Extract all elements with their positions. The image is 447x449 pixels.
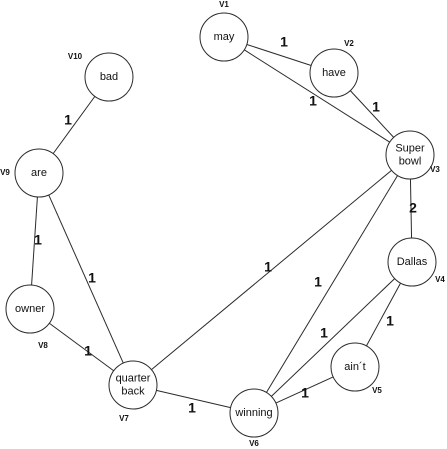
vertex-id-label: V4 — [435, 275, 445, 284]
edge-v3-v6 — [265, 175, 399, 393]
node-circle — [385, 130, 435, 180]
node-v10: bad V10 — [68, 52, 134, 102]
node-label: winning — [234, 407, 272, 419]
node-label: quarter — [116, 372, 151, 384]
vertex-id-label: V7 — [119, 414, 129, 423]
edge-v7-v9 — [48, 194, 124, 364]
edge-v2-v3 — [349, 90, 395, 138]
edge-weight-v3-v6: 1 — [314, 274, 322, 290]
node-circle — [387, 237, 437, 287]
node-label: owner — [15, 303, 45, 315]
edge-v1-v2 — [246, 43, 312, 67]
vertex-id-label: V9 — [0, 168, 10, 177]
node-circle — [14, 148, 64, 198]
edge-v8-v9 — [31, 196, 38, 286]
edge-weight-v7-v9: 1 — [88, 270, 96, 286]
edge-weight-v3-v7: 1 — [264, 259, 272, 275]
node-label: Super — [395, 142, 425, 154]
node-circle — [199, 12, 249, 62]
node-label: bowl — [399, 155, 422, 167]
edge-weight-v2-v3: 1 — [372, 99, 380, 115]
edge-weight-v4-v6: 1 — [320, 325, 328, 341]
edge-weight-v1-v3: 1 — [309, 93, 317, 109]
edge-weight-v6-v7: 1 — [188, 400, 196, 416]
node-label: back — [121, 385, 145, 397]
node-circle — [330, 342, 380, 392]
edge-v5-v6 — [275, 376, 334, 404]
vertex-id-label: V10 — [68, 52, 83, 61]
edge-weight-v7-v8: 1 — [84, 343, 92, 359]
edge-v6-v7 — [156, 389, 231, 409]
edge-weight-v8-v9: 1 — [34, 232, 42, 248]
edge-weight-v9-v10: 1 — [64, 112, 72, 128]
node-label: bad — [100, 71, 118, 83]
node-v5: ain´tV5 — [330, 342, 382, 395]
edge-v7-v8 — [49, 322, 114, 372]
weights-layer: 1 1 1 2 1 1 1 1 1 1 1 1 1 1 — [34, 34, 417, 416]
edge-v3-v7 — [151, 169, 392, 371]
edge-weight-v3-v4: 2 — [409, 200, 417, 216]
edge-v3-v4 — [409, 178, 413, 239]
vertex-id-label: V3 — [430, 165, 440, 174]
edge-v4-v5 — [366, 282, 401, 347]
edge-weight-v4-v5: 1 — [386, 313, 394, 329]
node-circle — [108, 360, 158, 410]
node-v1: may V1 — [199, 0, 249, 62]
vertex-id-label: V1 — [219, 0, 229, 9]
edge-v9-v10 — [52, 96, 96, 154]
node-circle — [229, 388, 279, 438]
node-label: have — [322, 67, 346, 79]
vertex-id-label: V6 — [249, 439, 259, 448]
vertex-id-label: V8 — [38, 341, 48, 350]
node-circle — [5, 284, 55, 334]
node-label: are — [31, 167, 47, 179]
node-label: ain´t — [344, 361, 365, 373]
node-v2: have V2 — [309, 39, 359, 98]
node-label: may — [214, 31, 235, 43]
node-circle — [309, 48, 359, 98]
edge-weight-v5-v6: 1 — [301, 385, 309, 401]
edge-v4-v6 — [271, 278, 395, 397]
node-label: Dallas — [397, 256, 428, 268]
node-circle — [84, 52, 134, 102]
vertex-id-label: V5 — [372, 386, 382, 395]
node-v9: are V9 — [0, 148, 64, 198]
vertex-id-label: V2 — [344, 39, 354, 48]
edge-weight-v1-v2: 1 — [280, 34, 288, 50]
edge-v1-v3 — [243, 49, 391, 143]
edges-layer — [31, 43, 413, 409]
